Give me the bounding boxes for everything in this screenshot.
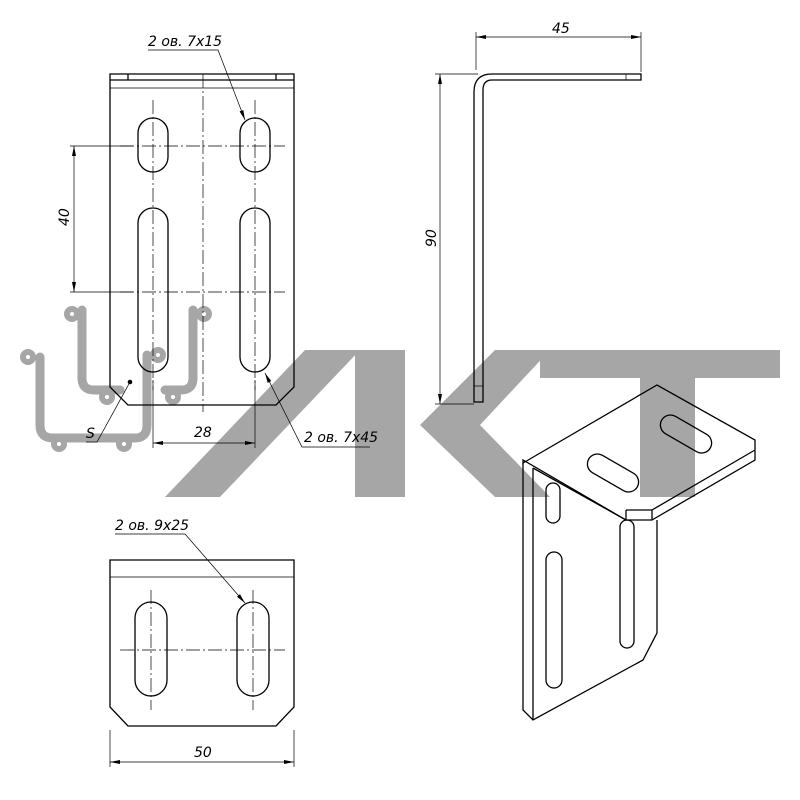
thickness-point [127, 379, 133, 385]
dim-90-label: 90 [424, 229, 440, 247]
dim-40-label: 40 [57, 208, 73, 226]
letter-k-chevron [420, 350, 550, 497]
side-view [435, 32, 642, 405]
label-thickness: S [86, 426, 95, 442]
bottom-view [109, 533, 295, 767]
dim-45-label: 45 [552, 21, 570, 37]
slot-upper-right [239, 117, 271, 173]
letter-m-diagonal [165, 350, 360, 497]
slot-long-left [137, 207, 169, 373]
cart-logo-icon [20, 305, 212, 452]
label-bottom-slots: 2 ов. 9х25 [115, 518, 189, 534]
slot-long-right [239, 207, 271, 373]
dim-28-label: 28 [194, 425, 212, 441]
slot-bottom-left [134, 601, 168, 697]
slot-bottom-right [236, 601, 270, 697]
slot-upper-left [137, 117, 169, 173]
label-lower-slots: 2 ов. 7х45 [304, 430, 378, 446]
dim-50-label: 50 [194, 745, 212, 761]
iso-slot-top-2 [659, 414, 713, 454]
iso-slot-side-2 [545, 551, 563, 689]
front-view [70, 49, 370, 448]
iso-slot-side-3 [619, 519, 635, 649]
iso-slot-side-1 [545, 482, 561, 524]
isometric-view [522, 384, 756, 721]
letter-m-stem [355, 350, 405, 497]
watermark-logo [20, 305, 780, 497]
iso-slot-top-1 [586, 453, 640, 493]
label-upper-slots: 2 ов. 7х15 [148, 34, 222, 50]
